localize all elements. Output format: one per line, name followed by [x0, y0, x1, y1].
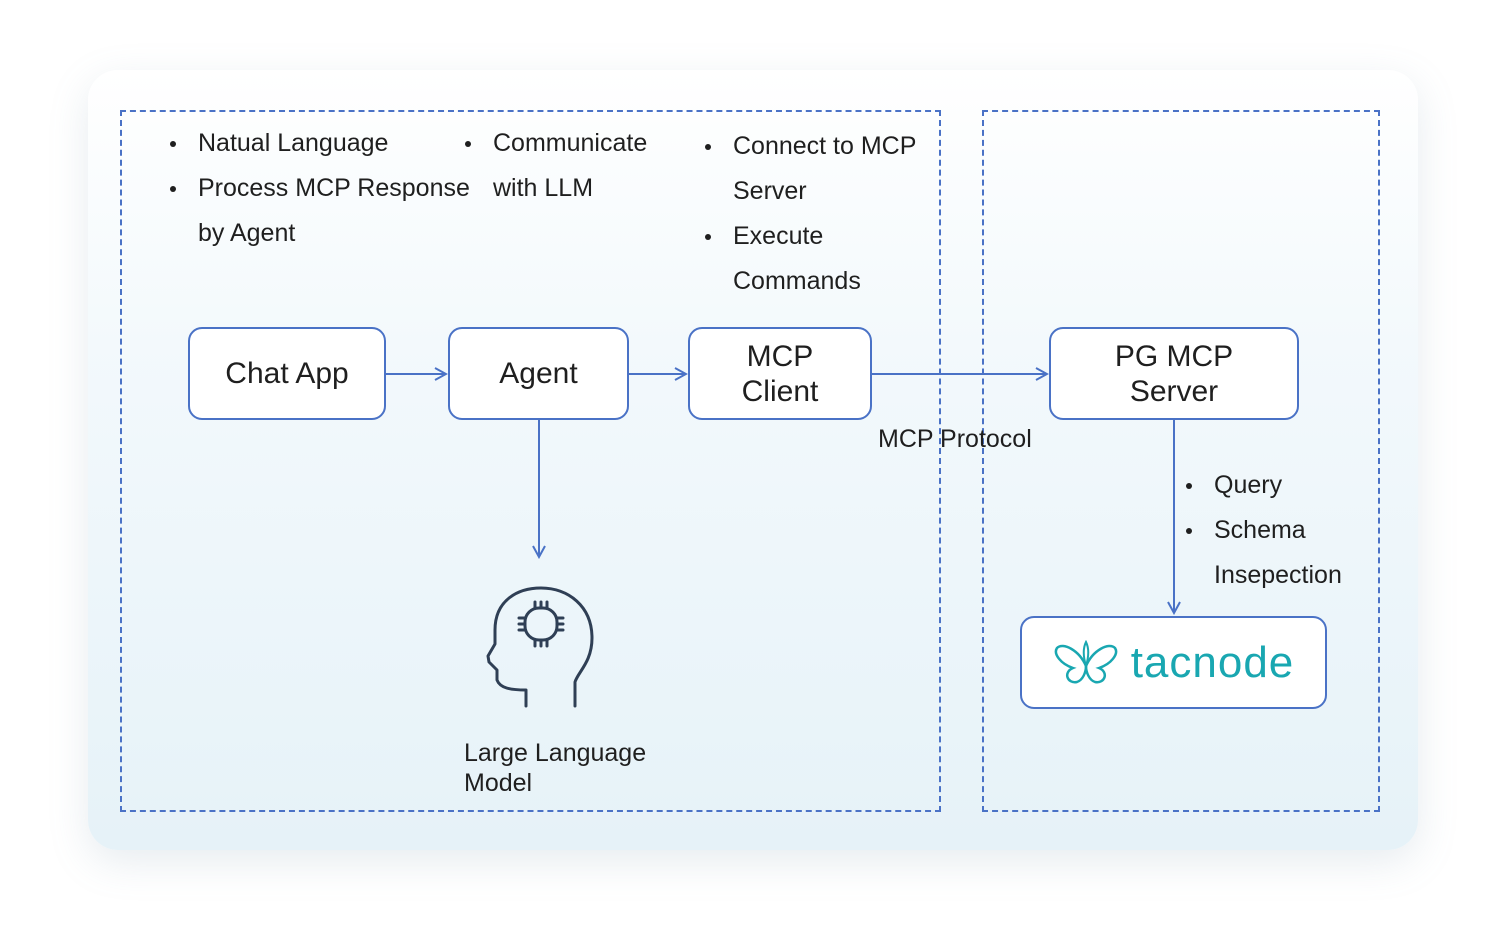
annotation-item: Natual Language [170, 121, 490, 166]
mcp-client-node: MCP Client [688, 327, 872, 420]
annotation-item: Query [1186, 463, 1386, 508]
mcp-client-annotation-list: Connect to MCP Server Execute Commands [705, 124, 945, 304]
pg-mcp-server-node: PG MCP Server [1049, 327, 1299, 420]
tacnode-logo: tacnode [1053, 637, 1295, 687]
agent-annotation-list: Communicate with LLM [465, 121, 675, 211]
client-side-region [120, 110, 941, 812]
annotation-item: Schema Insepection [1186, 508, 1386, 598]
annotation-item: Execute Commands [705, 214, 945, 304]
agent-node: Agent [448, 327, 629, 420]
llm-label: Large Language Model [464, 739, 647, 797]
mcp-protocol-label: MCP Protocol [878, 425, 1032, 453]
annotation-item: Process MCP Response by Agent [170, 166, 490, 256]
tacnode-logo-text: tacnode [1130, 637, 1295, 687]
pg-server-annotation-list: Query Schema Insepection [1186, 463, 1386, 598]
tacnode-butterfly-logo-icon [1054, 639, 1117, 683]
brain-chip-head-icon [486, 586, 594, 708]
chat-app-annotation-list: Natual Language Process MCP Response by … [170, 121, 490, 256]
diagram-background-card [88, 70, 1418, 850]
chat-app-node: Chat App [188, 327, 386, 420]
annotation-item: Connect to MCP Server [705, 124, 945, 214]
server-side-region [982, 110, 1380, 812]
tacnode-node: tacnode [1020, 616, 1327, 709]
annotation-item: Communicate with LLM [465, 121, 675, 211]
